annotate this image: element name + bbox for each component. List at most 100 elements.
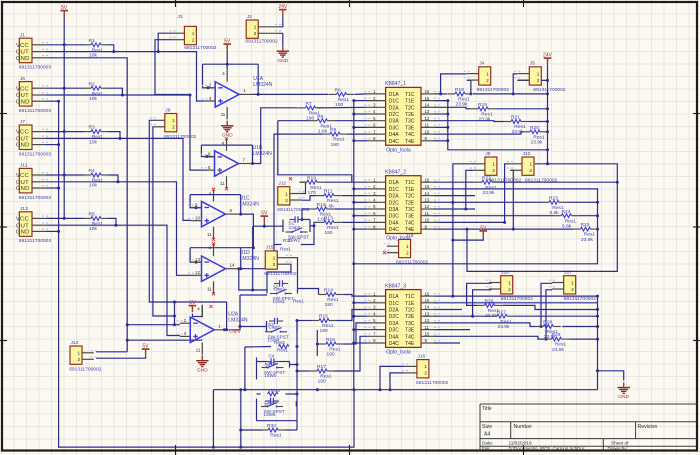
svg-text:14: 14 <box>230 263 235 268</box>
svg-text:3: 3 <box>373 305 376 310</box>
svg-text:1: 1 <box>254 25 257 30</box>
svg-text:D1C: D1C <box>389 99 399 105</box>
svg-text:S4: S4 <box>265 363 271 368</box>
svg-text:6: 6 <box>208 152 211 157</box>
svg-text:T1E: T1E <box>405 187 415 193</box>
svg-text:3: 3 <box>184 331 187 336</box>
svg-text:11: 11 <box>425 211 430 216</box>
svg-text:1SW6: 1SW6 <box>264 412 277 417</box>
svg-text:1: 1 <box>424 364 427 369</box>
svg-text:D1A: D1A <box>389 92 399 98</box>
svg-text:GND: GND <box>16 186 30 192</box>
svg-text:14: 14 <box>425 191 430 196</box>
svg-text:D3A: D3A <box>389 207 399 213</box>
svg-text:R23: R23 <box>549 195 558 201</box>
svg-text:Res1: Res1 <box>333 137 345 143</box>
svg-text:3: 3 <box>209 96 212 101</box>
svg-text:OUT: OUT <box>16 180 29 186</box>
svg-text:24V: 24V <box>278 4 288 10</box>
svg-text:R1: R1 <box>89 38 96 44</box>
svg-text:Revision: Revision <box>638 424 658 430</box>
svg-text:R10: R10 <box>307 175 316 181</box>
svg-text:GND: GND <box>197 367 208 373</box>
svg-text:Res1: Res1 <box>92 178 104 184</box>
svg-text:Res1: Res1 <box>92 134 104 140</box>
svg-text:691311700002: 691311700002 <box>489 177 522 183</box>
svg-text:T3C: T3C <box>405 207 415 213</box>
svg-text:GND: GND <box>618 394 629 400</box>
svg-text:4: 4 <box>222 71 225 76</box>
svg-text:SW-SPST: SW-SPST <box>268 334 289 339</box>
svg-text:13: 13 <box>425 109 430 114</box>
svg-text:691311700002: 691311700002 <box>396 260 429 266</box>
svg-text:5.6k: 5.6k <box>562 223 572 229</box>
svg-text:OUT: OUT <box>16 137 29 143</box>
svg-text:R6: R6 <box>335 88 342 94</box>
svg-text:GND: GND <box>16 230 30 236</box>
svg-text:R5: R5 <box>89 212 96 218</box>
svg-text:15: 15 <box>425 96 430 101</box>
svg-text:Size: Size <box>482 424 492 430</box>
svg-text:190: 190 <box>320 328 328 334</box>
svg-text:16: 16 <box>425 177 430 182</box>
svg-text:LM324N: LM324N <box>228 317 248 323</box>
svg-text:1.6k: 1.6k <box>318 128 328 134</box>
svg-text:R17: R17 <box>317 364 326 370</box>
svg-text:16: 16 <box>425 89 430 94</box>
svg-text:T3E: T3E <box>405 214 415 220</box>
svg-text:R7: R7 <box>306 101 313 107</box>
svg-text:File:: File: <box>482 446 490 451</box>
svg-text:691311700003: 691311700003 <box>19 238 52 244</box>
svg-text:Res1: Res1 <box>327 225 339 231</box>
svg-text:D3A: D3A <box>389 321 399 327</box>
svg-text:Res1: Res1 <box>329 347 341 353</box>
svg-text:D1C: D1C <box>389 301 399 307</box>
svg-text:T3E: T3E <box>405 328 415 334</box>
svg-text:1: 1 <box>492 162 495 167</box>
svg-text:1SW2: 1SW2 <box>288 238 301 243</box>
svg-text:Res1: Res1 <box>500 319 512 325</box>
svg-text:13: 13 <box>425 311 430 316</box>
svg-text:D1C: D1C <box>389 187 399 193</box>
svg-text:Res1: Res1 <box>514 124 526 130</box>
svg-text:KB847_1: KB847_1 <box>385 81 406 87</box>
svg-text:3: 3 <box>373 191 376 196</box>
svg-text:Cap2: Cap2 <box>269 325 281 330</box>
svg-text:1: 1 <box>273 256 276 261</box>
svg-text:Res1: Res1 <box>293 299 304 304</box>
svg-text:S1: S1 <box>289 221 295 226</box>
svg-text:Res1: Res1 <box>270 433 282 439</box>
svg-text:J18: J18 <box>417 353 425 359</box>
svg-text:11/02/2016: 11/02/2016 <box>509 440 533 445</box>
svg-text:R15: R15 <box>319 314 328 320</box>
svg-text:12: 12 <box>425 116 430 121</box>
svg-text:T3C: T3C <box>405 119 415 125</box>
svg-text:691311700002: 691311700002 <box>69 366 102 372</box>
svg-text:9: 9 <box>425 136 428 141</box>
svg-text:10: 10 <box>195 216 200 221</box>
svg-text:2: 2 <box>537 78 540 83</box>
svg-text:Res1: Res1 <box>565 218 577 224</box>
svg-text:691311700002: 691311700002 <box>277 207 310 213</box>
svg-text:190: 190 <box>325 302 333 308</box>
svg-text:Res1: Res1 <box>533 134 545 140</box>
svg-text:1: 1 <box>537 71 540 76</box>
svg-text:R13: R13 <box>324 216 333 222</box>
svg-text:GND: GND <box>16 143 30 149</box>
svg-text:R22: R22 <box>482 175 491 181</box>
svg-text:D4A: D4A <box>389 220 399 226</box>
svg-text:691311700002: 691311700002 <box>501 296 534 302</box>
svg-text:10: 10 <box>425 129 430 134</box>
svg-text:190: 190 <box>324 230 332 236</box>
svg-text:170: 170 <box>308 190 316 196</box>
svg-text:5: 5 <box>373 116 376 121</box>
svg-text:13: 13 <box>195 257 200 262</box>
svg-text:VCC: VCC <box>16 86 30 92</box>
svg-text:R11: R11 <box>324 189 333 195</box>
svg-text:1: 1 <box>571 280 574 285</box>
svg-text:4: 4 <box>222 140 225 145</box>
svg-text:D4C: D4C <box>389 341 399 347</box>
svg-text:5V: 5V <box>261 211 268 217</box>
svg-text:J15: J15 <box>266 245 274 251</box>
svg-text:2: 2 <box>486 78 489 83</box>
